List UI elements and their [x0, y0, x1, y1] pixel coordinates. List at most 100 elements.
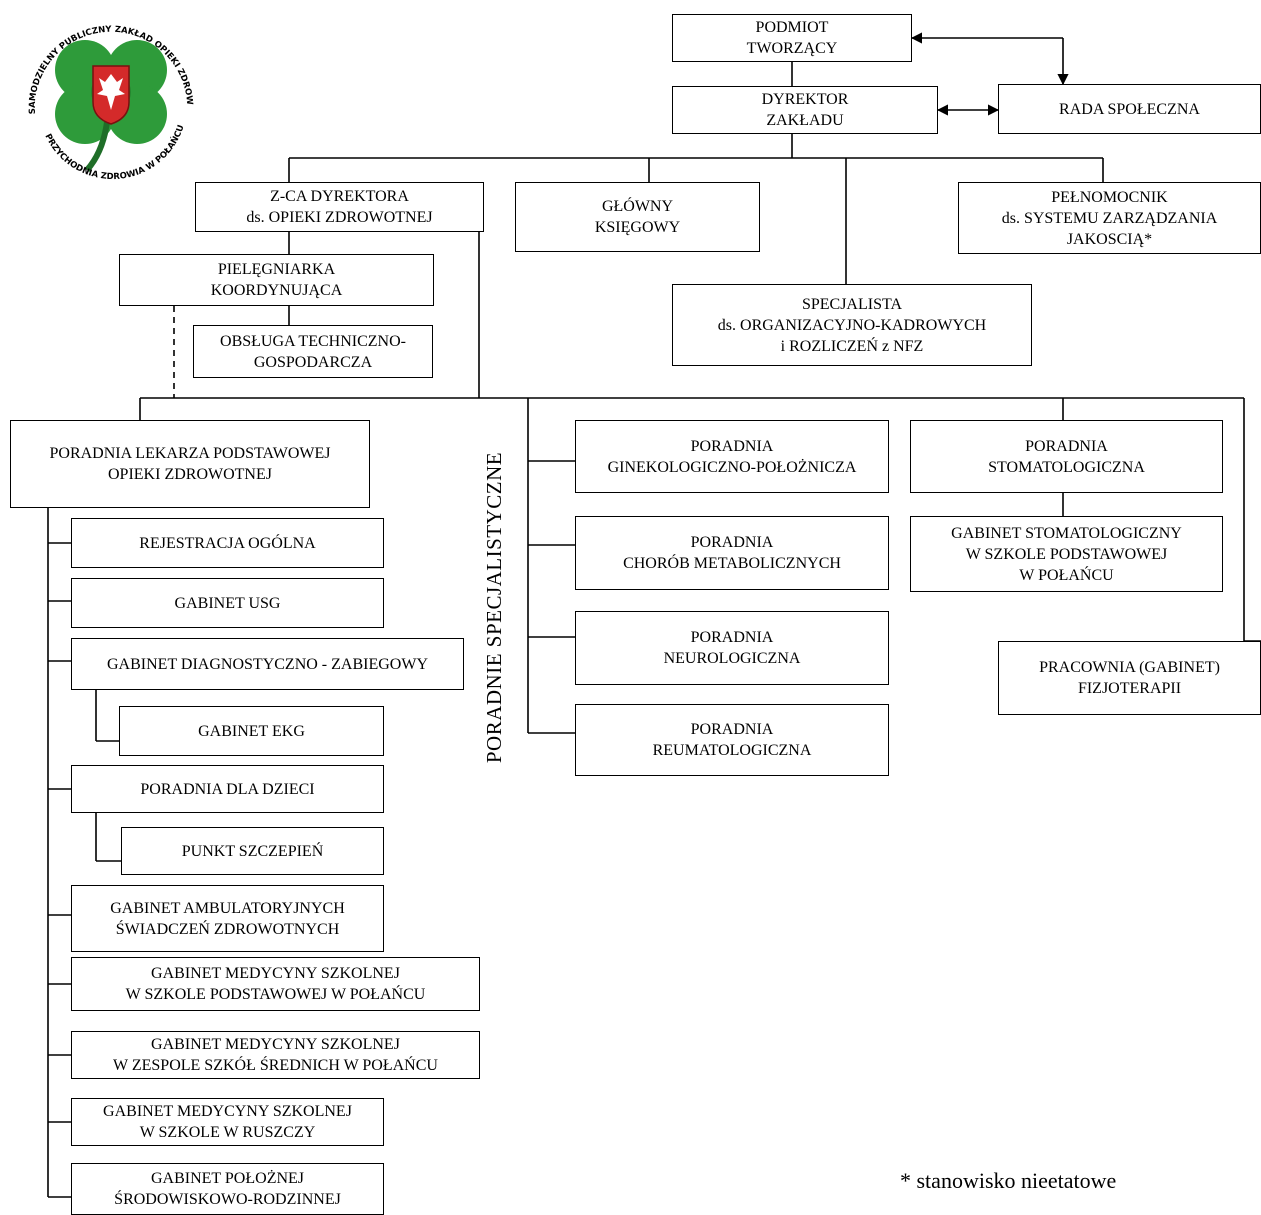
obsluga-techniczna-box: OBSŁUGA TECHNICZNO- GOSPODARCZA [193, 325, 433, 378]
box-label-line: NEUROLOGICZNA [663, 650, 801, 667]
gabinet-poloznej-box: GABINET POŁOŻNEJ ŚRODOWISKOWO-RODZINNEJ [71, 1163, 384, 1215]
box-label-line: GOSPODARCZA [253, 353, 373, 371]
box-label-line: ŚWIADCZEŃ ZDROWOTNYCH [115, 920, 340, 938]
box-label-line: W POŁAŃCU [1019, 566, 1114, 584]
gabinet-ekg-box: GABINET EKG [119, 706, 384, 756]
group-label-text: PORADNIE SPECJALISTYCZNE [482, 451, 507, 764]
box-label-line: GABINET MEDYCYNY SZKOLNEJ [103, 1103, 352, 1120]
box-label-line: PEŁNOMOCNIK [1051, 188, 1168, 206]
pelnomocnik-box: PEŁNOMOCNIK ds. SYSTEMU ZARZĄDZANIA JAKOSC… [958, 182, 1261, 254]
clinic-logo: SAMODZIELNY PUBLICZNY ZAKŁAD OPIEKI ZDRO… [15, 2, 194, 182]
gabinet-diagnostyczny-box: GABINET DIAGNOSTYCZNO - ZABIEGOWY [71, 638, 464, 690]
box-label: PORADNIA CHORÓB METABOLICZNYCH [623, 532, 841, 574]
box-label-line: CHORÓB METABOLICZNYCH [623, 555, 841, 572]
box-label-line: GABINET MEDYCYNY SZKOLNEJ [151, 965, 400, 982]
poradnia-dzieci-box: PORADNIA DLA DZIECI [71, 765, 384, 813]
medycyna-szkolna-sp-box: GABINET MEDYCYNY SZKOLNEJ W SZKOLE PODSTA… [71, 957, 480, 1011]
box-label-line: ds. SYSTEMU ZARZĄDZANIA [1001, 209, 1218, 227]
box-label: GABINET EKG [198, 721, 305, 742]
box-label: GABINET POŁOŻNEJ ŚRODOWISKOWO-RODZINNEJ [114, 1168, 341, 1210]
box-label-line: GABINET USG [174, 594, 281, 612]
box-label-line: PIELĘGNIARKA [217, 261, 336, 278]
gabinet-usg-box: GABINET USG [71, 578, 384, 628]
box-label: PUNKT SZCZEPIEŃ [182, 841, 324, 862]
box-label-line: W SZKOLE PODSTAWOWEJ [965, 545, 1168, 563]
box-label: Z-CA DYREKTORA ds. OPIEKI ZDROWOTNEJ [246, 186, 432, 228]
footnote: * stanowisko nieetatowe [900, 1168, 1117, 1193]
box-label-line: W SZKOLE PODSTAWOWEJ W POŁAŃCU [125, 986, 426, 1003]
coat-of-arms-icon [92, 65, 130, 125]
box-label: PORADNIA GINEKOLOGICZNO-POŁOŻNICZA [608, 436, 857, 478]
box-label: GABINET USG [175, 593, 281, 614]
box-label: GABINET MEDYCYNY SZKOLNEJ W SZKOLE W RUSZ… [103, 1101, 352, 1143]
box-label-line: OBSŁUGA TECHNICZNO- [220, 332, 406, 350]
box-label: GABINET STOMATOLOGICZNY W SZKOLE PODSTAWO… [951, 523, 1182, 586]
box-label-line: GABINET POŁOŻNEJ [150, 1170, 305, 1187]
box-label-line: SPECJALISTA [801, 295, 903, 313]
box-label-line: DYREKTOR [761, 91, 849, 108]
box-label-line: RADA SPOŁECZNA [1059, 100, 1200, 118]
box-label: REJESTRACJA OGÓLNA [139, 533, 315, 554]
box-label-line: PORADNIA [690, 534, 774, 551]
box-label: GABINET MEDYCYNY SZKOLNEJ W ZESPOLE SZKÓŁ… [113, 1034, 438, 1076]
box-label-line: ds. OPIEKI ZDROWOTNEJ [246, 209, 433, 226]
box-label-line: W ZESPOLE SZKÓŁ ŚREDNICH W POŁAŃCU [113, 1057, 438, 1074]
box-label-line: REJESTRACJA OGÓLNA [139, 534, 316, 552]
box-label: OBSŁUGA TECHNICZNO- GOSPODARCZA [220, 331, 406, 373]
glowny-ksiegowy-box: GŁÓWNY KSIĘGOWY [515, 182, 760, 252]
box-label-line: GABINET EKG [198, 722, 305, 740]
dyrektor-zakladu-box: DYREKTOR ZAKŁADU [672, 86, 938, 134]
box-label-line: GABINET DIAGNOSTYCZNO - ZABIEGOWY [107, 655, 428, 673]
box-label: PORADNIA STOMATOLOGICZNA [988, 436, 1145, 478]
box-label-line: GABINET STOMATOLOGICZNY [951, 524, 1182, 542]
box-label-line: ŚRODOWISKOWO-RODZINNEJ [114, 1191, 341, 1208]
box-label-line: GINEKOLOGICZNO-POŁOŻNICZA [607, 458, 857, 476]
poradnie-specjalistyczne-label: PORADNIE SPECJALISTYCZNE [460, 430, 530, 785]
box-label-line: PUNKT SZCZEPIEŃ [181, 842, 324, 860]
box-label: DYREKTOR ZAKŁADU [762, 89, 849, 131]
poradnia-stomatologiczna-box: PORADNIA STOMATOLOGICZNA [910, 420, 1223, 493]
box-label: PORADNIA DLA DZIECI [140, 779, 314, 800]
rada-spoleczna-box: RADA SPOŁECZNA [998, 84, 1261, 134]
box-label-line: PRACOWNIA (GABINET) [1039, 659, 1220, 676]
box-label: PRACOWNIA (GABINET) FIZJOTERAPII [1039, 657, 1220, 699]
box-label-line: KSIĘGOWY [594, 219, 681, 236]
box-label-line: OPIEKI ZDROWOTNEJ [108, 466, 272, 483]
medycyna-szkolna-zss-box: GABINET MEDYCYNY SZKOLNEJ W ZESPOLE SZKÓŁ… [71, 1031, 480, 1079]
box-label-line: TWORZĄCY [746, 40, 838, 57]
box-label-line: i ROZLICZEŃ z NFZ [780, 337, 924, 355]
medycyna-szkolna-ruszcza-box: GABINET MEDYCYNY SZKOLNEJ W SZKOLE W RUSZ… [71, 1098, 384, 1146]
poradnia-metaboliczna-box: PORADNIA CHORÓB METABOLICZNYCH [575, 516, 889, 590]
box-label: GŁÓWNY KSIĘGOWY [595, 196, 680, 238]
box-label: GABINET DIAGNOSTYCZNO - ZABIEGOWY [107, 654, 428, 675]
box-label-line: REUMATOLOGICZNA [652, 742, 812, 759]
box-label-line: STOMATOLOGICZNA [988, 458, 1145, 476]
box-label-line: ZAKŁADU [766, 112, 844, 129]
box-label-line: Z-CA DYREKTORA [270, 188, 409, 205]
box-label-line: PORADNIA DLA DZIECI [140, 780, 315, 798]
pracownia-fizjoterapii-box: PRACOWNIA (GABINET) FIZJOTERAPII [998, 641, 1261, 715]
poradnia-ginekologiczna-box: PORADNIA GINEKOLOGICZNO-POŁOŻNICZA [575, 420, 889, 493]
box-label-line: GŁÓWNY [601, 198, 674, 215]
box-label-line: GABINET MEDYCYNY SZKOLNEJ [151, 1036, 400, 1053]
box-label-line: PORADNIA [690, 437, 774, 455]
gabinet-stomatologiczny-box: GABINET STOMATOLOGICZNY W SZKOLE PODSTAWO… [910, 516, 1223, 592]
box-label-line: PORADNIA [1025, 437, 1108, 455]
box-label-line: FIZJOTERAPII [1077, 680, 1182, 697]
box-label: RADA SPOŁECZNA [1059, 99, 1200, 120]
box-label-line: JAKOSCIĄ* [1066, 230, 1153, 248]
box-label-line: W SZKOLE W RUSZCZY [139, 1124, 316, 1141]
